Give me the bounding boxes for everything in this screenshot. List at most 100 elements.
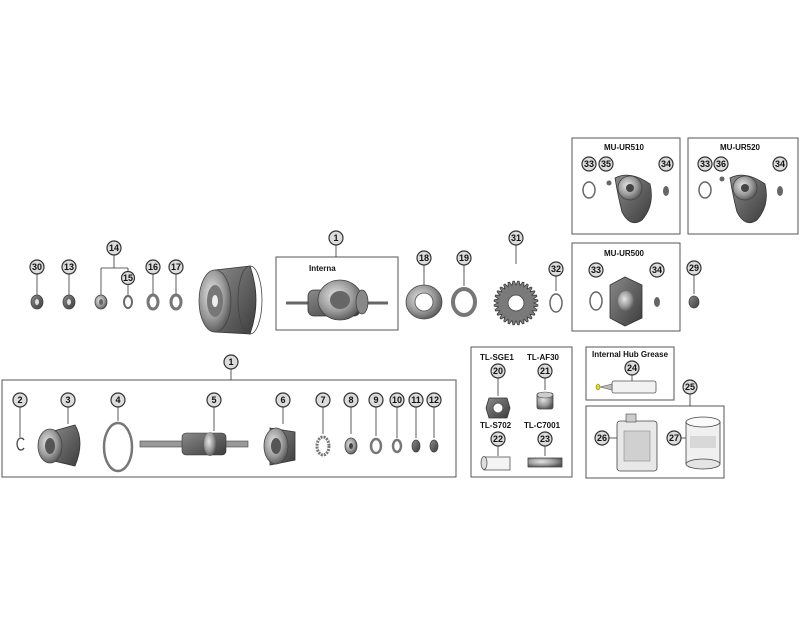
- callout-text: 7: [320, 395, 325, 405]
- callout-8: 8: [343, 392, 359, 408]
- callout-text: 1: [228, 357, 233, 367]
- tl-sge1-label: TL-SGE1: [480, 353, 514, 362]
- callout-text: 16: [148, 262, 158, 272]
- part-mu-ur510-unit: [582, 174, 669, 224]
- callout-21: 21: [537, 363, 553, 379]
- part-dust-cap-19: [451, 287, 477, 317]
- part-grease-tube-24: [595, 380, 657, 394]
- mu-ur500-box: [571, 242, 681, 332]
- callout-text: 23: [540, 434, 550, 444]
- callout-text: 13: [64, 262, 74, 272]
- part-nut-13: [62, 294, 76, 310]
- part-washer-17: [169, 293, 183, 311]
- tl-c7001-label: TL-C7001: [524, 421, 561, 430]
- callout-text: 11: [411, 395, 421, 405]
- callout-text: 33: [591, 265, 601, 275]
- callout-text: 19: [459, 253, 469, 263]
- callout-text: 26: [597, 433, 607, 443]
- tl-af30-label: TL-AF30: [527, 353, 560, 362]
- callout-26: 26: [594, 430, 610, 446]
- callout-text: 34: [775, 159, 785, 169]
- part-washer-10: [391, 438, 403, 454]
- callout-4: 4: [110, 392, 126, 408]
- part-hub-shell: [198, 265, 263, 335]
- callout-18: 18: [416, 250, 432, 266]
- callout-text: 1: [333, 233, 338, 243]
- callout-text: 12: [429, 395, 439, 405]
- callout-29: 29: [686, 260, 702, 276]
- callout-7: 7: [315, 392, 331, 408]
- part-nut-11: [411, 439, 421, 453]
- callout-27: 27: [666, 430, 682, 446]
- grease-label: Internal Hub Grease: [592, 350, 669, 359]
- callout-31: 31: [508, 230, 524, 246]
- grease-box: [585, 346, 675, 401]
- internal-assembly-box: [1, 379, 457, 478]
- mu-ur520-box: [687, 137, 799, 235]
- part-grease-tub-27: [685, 416, 721, 470]
- tool-tl-c7001: [527, 457, 563, 468]
- callout-text: 14: [109, 243, 119, 253]
- internal-unit-box: [275, 256, 399, 331]
- tool-tl-sge1: [485, 397, 511, 419]
- callout-text: 2: [17, 395, 22, 405]
- callout-22: 22: [490, 431, 506, 447]
- part-lock-nut-30: [30, 294, 44, 310]
- callout-19: 19: [456, 250, 472, 266]
- callout-text: 36: [716, 159, 726, 169]
- part-nut-12: [429, 439, 439, 453]
- part-nut-29: [688, 295, 700, 309]
- part-mu-ur520-unit: [698, 174, 783, 224]
- part-snap-ring-32: [549, 293, 563, 313]
- callout-text: 6: [280, 395, 285, 405]
- part-sprocket-31: [493, 280, 539, 326]
- callout-13: 13: [61, 259, 77, 275]
- callout-text: 3: [65, 395, 70, 405]
- part-mu-ur500-unit: [589, 276, 660, 327]
- callout-30: 30: [29, 259, 45, 275]
- callout-33-ur510: 33: [581, 156, 597, 172]
- callout-34-ur510: 34: [658, 156, 674, 172]
- callout-1-top: 1: [328, 230, 344, 246]
- callout-text: 32: [551, 264, 561, 274]
- part-ring-gear-4: [102, 421, 134, 473]
- part-axle-5: [139, 432, 249, 456]
- callout-34-ur520: 34: [772, 156, 788, 172]
- callout-text: 21: [540, 366, 550, 376]
- callout-32: 32: [548, 261, 564, 277]
- callout-20: 20: [490, 363, 506, 379]
- callout-text: 24: [627, 363, 637, 373]
- part-snap-ring-2: [16, 437, 25, 451]
- callout-text: 20: [493, 366, 503, 376]
- callout-10: 10: [389, 392, 405, 408]
- callout-35: 35: [598, 156, 614, 172]
- tool-tl-af30: [536, 391, 554, 410]
- internal-box-label: Interna: [309, 264, 336, 273]
- callout-16: 16: [145, 259, 161, 275]
- callout-text: 34: [661, 159, 671, 169]
- tl-s702-label: TL-S702: [480, 421, 512, 430]
- callout-text: 5: [211, 395, 216, 405]
- part-washer-16: [146, 293, 160, 311]
- mu-ur510-box: [571, 137, 681, 235]
- callout-34-ur500: 34: [649, 262, 665, 278]
- callout-text: 33: [584, 159, 594, 169]
- callout-text: 17: [171, 262, 181, 272]
- callout-14: 14: [106, 240, 122, 256]
- callout-text: 9: [373, 395, 378, 405]
- callout-23: 23: [537, 431, 553, 447]
- part-washer-9: [369, 437, 383, 455]
- leader-lines: [19, 245, 695, 456]
- callout-text: 4: [115, 395, 120, 405]
- callout-17: 17: [168, 259, 184, 275]
- callout-text: 34: [652, 265, 662, 275]
- callout-text: 33: [700, 159, 710, 169]
- callout-1-bottom: 1: [223, 354, 239, 370]
- callout-text: 18: [419, 253, 429, 263]
- callout-text: 29: [689, 263, 699, 273]
- callout-text: 25: [685, 382, 695, 392]
- callout-33-ur500: 33: [588, 262, 604, 278]
- callout-2: 2: [12, 392, 28, 408]
- tool-tl-s702: [480, 456, 511, 471]
